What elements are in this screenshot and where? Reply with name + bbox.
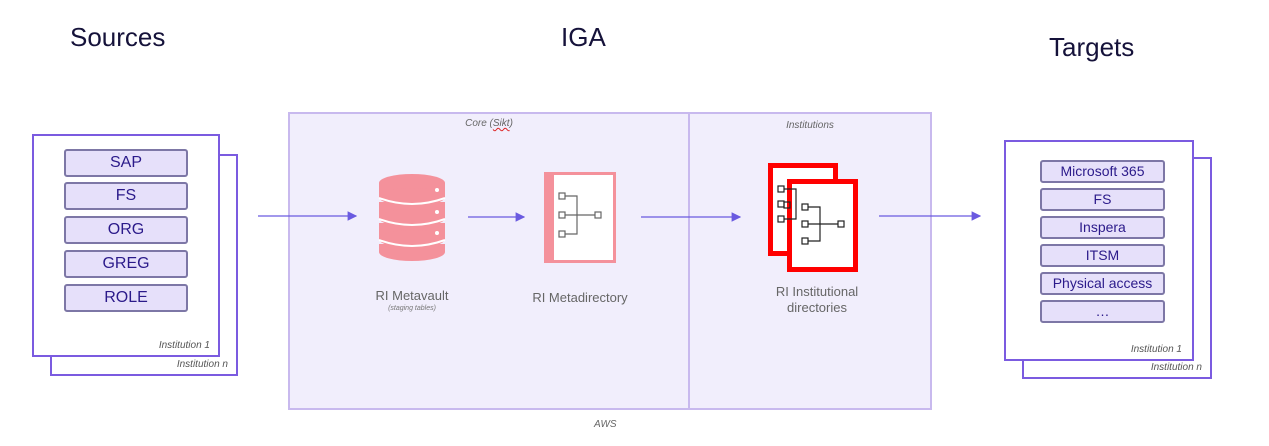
source-item-fs: FS [64, 182, 188, 210]
metavault-sublabel: (staging tables) [388, 305, 436, 312]
targets-heading: Targets [1049, 32, 1135, 62]
target-item-itsm: ITSM [1040, 244, 1165, 267]
sources-heading: Sources [70, 22, 166, 52]
target-item-fs: FS [1040, 188, 1165, 211]
aws-label: AWS [594, 419, 617, 430]
core-region: Core (Sikt) [288, 112, 690, 410]
source-card-back-label: Institution n [176, 359, 228, 370]
source-item-greg: GREG [64, 250, 188, 278]
target-item-more: … [1040, 300, 1165, 323]
directory-tree-icon [544, 172, 616, 263]
iga-heading: IGA [561, 22, 606, 52]
institutions-label: Institutions [786, 120, 834, 131]
target-item-microsoft-365: Microsoft 365 [1040, 160, 1165, 183]
target-item-inspera: Inspera [1040, 216, 1165, 239]
database-icon [378, 174, 446, 261]
source-item-role: ROLE [64, 284, 188, 312]
metavault-label: RI Metavault [375, 288, 449, 303]
target-card-front-label: Institution 1 [1130, 344, 1182, 355]
target-item-physical-access: Physical access [1040, 272, 1165, 295]
source-item-sap: SAP [64, 149, 188, 177]
source-card-front-label: Institution 1 [158, 340, 210, 351]
target-card-back-label: Institution n [1150, 362, 1202, 373]
metadirectory-label: RI Metadirectory [532, 290, 628, 305]
core-label: Core (Sikt) [465, 118, 513, 129]
directory-stack-icon [768, 163, 858, 272]
source-item-org: ORG [64, 216, 188, 244]
